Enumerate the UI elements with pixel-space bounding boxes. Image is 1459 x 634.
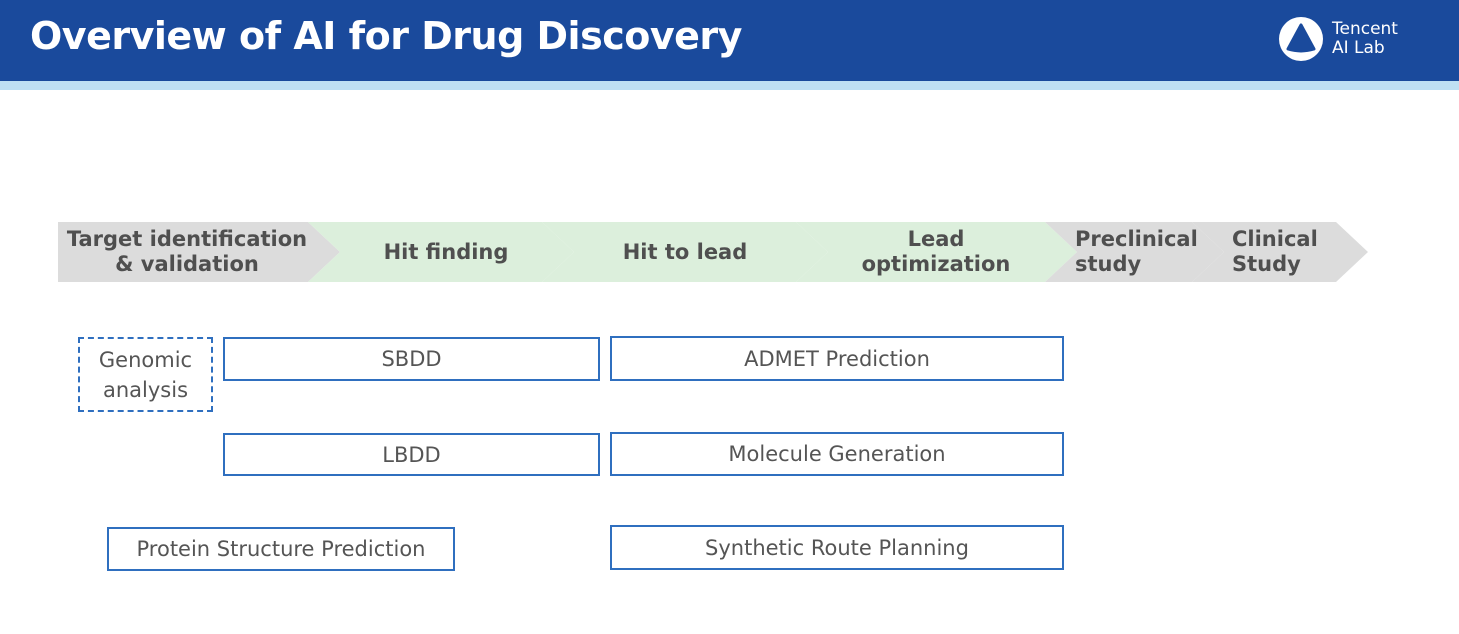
header-accent-strip — [0, 81, 1459, 90]
stage-label-preclinical: Preclinical study — [1075, 227, 1198, 276]
logo: Tencent AI Lab — [1278, 14, 1398, 64]
stage-label-hit-to-lead: Hit to lead — [622, 239, 748, 264]
box-synthetic-route-planning: Synthetic Route Planning — [610, 525, 1064, 570]
box-admet-prediction: ADMET Prediction — [610, 336, 1064, 381]
stage-arrow-clinical — [1192, 222, 1368, 282]
box-molecule-generation: Molecule Generation — [610, 432, 1064, 476]
stage-label-clinical: Clinical Study — [1232, 227, 1318, 276]
stage-label-target-identification: Target identification & validation — [66, 227, 308, 276]
tencent-ai-lab-logo-icon — [1279, 17, 1323, 61]
stage-label-hit-finding: Hit finding — [383, 239, 509, 264]
box-genomic-analysis: Genomic analysis — [78, 337, 213, 412]
stage-label-lead-optimization: Lead optimization — [861, 227, 1011, 276]
logo-text-line1: Tencent — [1332, 19, 1398, 39]
box-protein-structure-prediction: Protein Structure Prediction — [107, 527, 455, 571]
pipeline-arrows — [58, 222, 1368, 282]
stage-arrow-target-identification — [58, 222, 340, 282]
slide-title: Overview of AI for Drug Discovery — [30, 14, 742, 58]
logo-text-line2: AI Lab — [1332, 38, 1385, 58]
header-bar — [0, 0, 1459, 81]
stage-arrow-hit-finding — [308, 222, 574, 282]
box-sbdd: SBDD — [223, 337, 600, 381]
stage-arrow-preclinical — [1045, 222, 1224, 282]
stage-arrow-hit-to-lead — [542, 222, 828, 282]
stage-arrow-lead-optimization — [796, 222, 1077, 282]
box-lbdd: LBDD — [223, 433, 600, 476]
